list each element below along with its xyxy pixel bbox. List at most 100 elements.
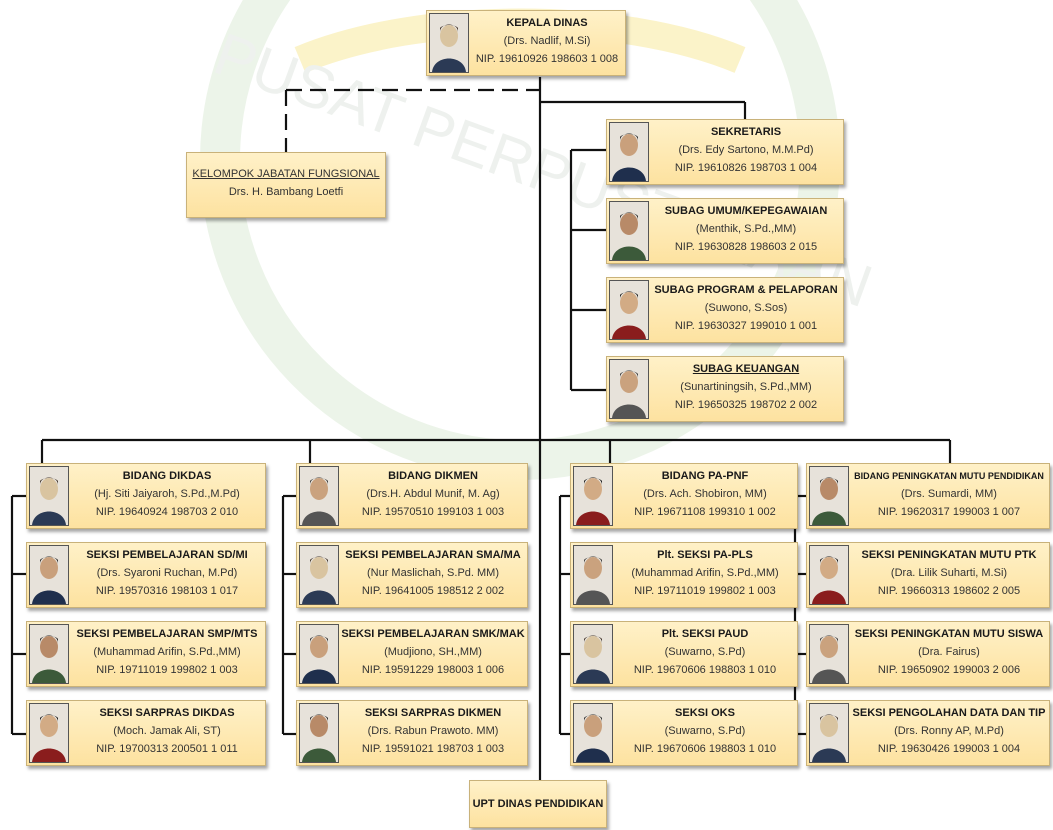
- subag-keuangan-box[interactable]: SUBAG KEUANGAN (Sunartiningsih, S.Pd.,MM)…: [606, 356, 844, 422]
- official-nip: NIP. 19610826 198703 1 004: [674, 162, 818, 174]
- official-name: (Suwarno, S.Pd): [664, 725, 746, 737]
- head-nip: NIP. 19610926 198603 1 008: [475, 53, 619, 65]
- mutu-box-2[interactable]: SEKSI PENINGKATAN MUTU SISWA (Dra. Fairus…: [806, 621, 1050, 687]
- official-name: (Drs.H. Abdul Munif, M. Ag): [366, 488, 500, 500]
- official-nip: NIP. 19700313 200501 1 011: [96, 743, 238, 755]
- upt-box[interactable]: UPT DINAS PENDIDIKAN: [469, 780, 607, 828]
- subag-umum-box[interactable]: SUBAG UMUM/KEPEGAWAIAN (Menthik, S.Pd.,MM…: [606, 198, 844, 264]
- position-title: SUBAG PROGRAM & PELAPORAN: [654, 284, 838, 296]
- position-title: SEKSI PEMBELAJARAN SMK/MAK: [341, 628, 525, 640]
- portrait-photo: [809, 466, 849, 526]
- portrait-photo: [299, 545, 339, 605]
- position-title: BIDANG DIKMEN: [388, 470, 478, 482]
- mutu-box-1[interactable]: SEKSI PENINGKATAN MUTU PTK (Dra. Lilik Su…: [806, 542, 1050, 608]
- dikdas-box-0[interactable]: BIDANG DIKDAS(Hj. Siti Jaiyaroh, S.Pd.,M…: [26, 463, 266, 529]
- position-title: SEKRETARIS: [710, 126, 782, 138]
- official-nip: NIP. 19591229 198003 1 006: [361, 664, 505, 676]
- dikmen-box-0[interactable]: BIDANG DIKMEN (Drs.H. Abdul Munif, M. Ag)…: [296, 463, 528, 529]
- pa-pnf-box-1[interactable]: Plt. SEKSI PA-PLS (Muhammad Arifin, S.Pd.…: [570, 542, 798, 608]
- official-name: (Nur Maslichah, S.Pd. MM): [366, 567, 500, 579]
- portrait-photo: [573, 703, 613, 763]
- sekretaris-box[interactable]: SEKRETARIS (Drs. Edy Sartono, M.M.Pd) NIP.…: [606, 119, 844, 185]
- official-nip: NIP. 19570316 198103 1 017: [95, 585, 239, 597]
- position-title: BIDANG DIKDAS: [122, 470, 212, 482]
- portrait-photo: [809, 703, 849, 763]
- dikmen-box-3[interactable]: SEKSI SARPRAS DIKMEN(Drs. Rabun Prawoto.…: [296, 700, 528, 766]
- official-nip: NIP. 19630426 199003 1 004: [877, 743, 1021, 755]
- official-name: (Drs. Edy Sartono, M.M.Pd): [678, 144, 814, 156]
- portrait-photo: [573, 624, 613, 684]
- official-name: (Dra. Lilik Suharti, M.Si): [890, 567, 1008, 579]
- official-nip: NIP. 19640924 198703 2 010: [95, 506, 239, 518]
- position-title: SEKSI PENINGKATAN MUTU PTK: [861, 549, 1037, 561]
- dikmen-box-1[interactable]: SEKSI PEMBELAJARAN SMA/MA (Nur Maslichah,…: [296, 542, 528, 608]
- portrait-photo: [299, 703, 339, 763]
- official-nip: NIP. 19671108 199310 1 002: [634, 506, 776, 518]
- position-title: SEKSI PEMBELAJARAN SD/MI: [86, 549, 248, 561]
- position-title: BIDANG PA-PNF: [661, 470, 749, 482]
- portrait-photo: [609, 359, 649, 419]
- official-name: (Menthik, S.Pd.,MM): [695, 223, 797, 235]
- official-name: (Suwarno, S.Pd): [664, 646, 746, 658]
- pa-pnf-box-0[interactable]: BIDANG PA-PNF (Drs. Ach. Shobiron, MM) NIP…: [570, 463, 798, 529]
- official-nip: NIP. 19570510 199103 1 003: [361, 506, 505, 518]
- portrait-photo: [609, 201, 649, 261]
- portrait-photo: [299, 466, 339, 526]
- official-name: (Drs. Sumardi, MM): [901, 488, 997, 500]
- portrait-photo: [29, 703, 69, 763]
- position-title: BIDANG PENINGKATAN MUTU PENDIDIKAN: [854, 471, 1044, 481]
- portrait-photo: [609, 122, 649, 182]
- position-title: Plt. SEKSI PAUD: [661, 628, 749, 640]
- portrait-photo: [29, 466, 69, 526]
- official-name: (Drs. Ronny AP, M.Pd): [894, 725, 1004, 737]
- position-title: Plt. SEKSI PA-PLS: [657, 549, 753, 561]
- official-nip: NIP. 19620317 199003 1 007: [877, 506, 1021, 518]
- official-nip: NIP. 19591021 198703 1 003: [361, 743, 505, 755]
- official-nip: NIP. 19670606 198803 1 010: [633, 743, 777, 755]
- official-nip: NIP. 19641005 198512 2 002: [361, 585, 505, 597]
- portrait-photo: [809, 624, 849, 684]
- official-nip: NIP. 19711019 199802 1 003: [634, 585, 776, 597]
- portrait-photo: [809, 545, 849, 605]
- position-title: SUBAG KEUANGAN: [692, 363, 800, 375]
- head-name: (Drs. Nadlif, M.Si): [503, 35, 591, 47]
- pa-pnf-box-3[interactable]: SEKSI OKS(Suwarno, S.Pd)NIP. 19670606 19…: [570, 700, 798, 766]
- official-name: (Dra. Fairus): [918, 646, 980, 658]
- upt-label: UPT DINAS PENDIDIKAN: [472, 798, 604, 810]
- dikmen-box-2[interactable]: SEKSI PEMBELAJARAN SMK/MAK (Mudjiono, SH.…: [296, 621, 528, 687]
- position-title: SEKSI PEMBELAJARAN SMA/MA: [345, 549, 521, 561]
- portrait-photo: [29, 545, 69, 605]
- official-nip: NIP. 19630327 199010 1 001: [674, 320, 818, 332]
- head-title: KEPALA DINAS: [506, 17, 588, 29]
- official-name: (Sunartiningsih, S.Pd.,MM): [680, 381, 812, 393]
- fungsional-box[interactable]: KELOMPOK JABATAN FUNGSIONAL Drs. H. Bamb…: [186, 152, 386, 218]
- position-title: SUBAG UMUM/KEPEGAWAIAN: [664, 205, 828, 217]
- dikdas-box-2[interactable]: SEKSI PEMBELAJARAN SMP/MTS(Muhammad Arif…: [26, 621, 266, 687]
- portrait-photo: [429, 13, 469, 73]
- position-title: SEKSI PENGOLAHAN DATA DAN TIP: [852, 707, 1046, 719]
- dikdas-box-1[interactable]: SEKSI PEMBELAJARAN SD/MI (Drs. Syaroni Ru…: [26, 542, 266, 608]
- official-name: (Drs. Syaroni Ruchan, M.Pd): [96, 567, 238, 579]
- portrait-photo: [573, 545, 613, 605]
- official-nip: NIP. 19650902 199003 2 006: [877, 664, 1021, 676]
- official-nip: NIP. 19650325 198702 2 002: [674, 399, 818, 411]
- position-title: SEKSI PENINGKATAN MUTU SISWA: [854, 628, 1044, 640]
- official-name: (Drs. Ach. Shobiron, MM): [643, 488, 767, 500]
- official-name: (Muhammad Arifin, S.Pd.,MM): [631, 567, 779, 579]
- fungsional-title: KELOMPOK JABATAN FUNGSIONAL: [192, 168, 380, 180]
- pa-pnf-box-2[interactable]: Plt. SEKSI PAUD (Suwarno, S.Pd) NIP. 19670…: [570, 621, 798, 687]
- position-title: SEKSI SARPRAS DIKDAS: [99, 707, 235, 719]
- mutu-box-3[interactable]: SEKSI PENGOLAHAN DATA DAN TIP (Drs. Ronny…: [806, 700, 1050, 766]
- official-name: (Suwono, S.Sos): [704, 302, 788, 314]
- official-nip: NIP. 19630828 198603 2 015: [674, 241, 818, 253]
- portrait-photo: [609, 280, 649, 340]
- dikdas-box-3[interactable]: SEKSI SARPRAS DIKDAS(Moch. Jamak Ali, ST…: [26, 700, 266, 766]
- subag-program-box[interactable]: SUBAG PROGRAM & PELAPORAN (Suwono, S.Sos)…: [606, 277, 844, 343]
- head-box[interactable]: KEPALA DINAS (Drs. Nadlif, M.Si) NIP. 1961…: [426, 10, 626, 76]
- official-name: (Drs. Rabun Prawoto. MM): [367, 725, 499, 737]
- official-nip: NIP. 19670606 198803 1 010: [633, 664, 777, 676]
- mutu-box-0[interactable]: BIDANG PENINGKATAN MUTU PENDIDIKAN (Drs. …: [806, 463, 1050, 529]
- official-name: (Muhammad Arifin, S.Pd.,MM): [93, 646, 241, 658]
- official-name: (Mudjiono, SH.,MM): [384, 646, 482, 658]
